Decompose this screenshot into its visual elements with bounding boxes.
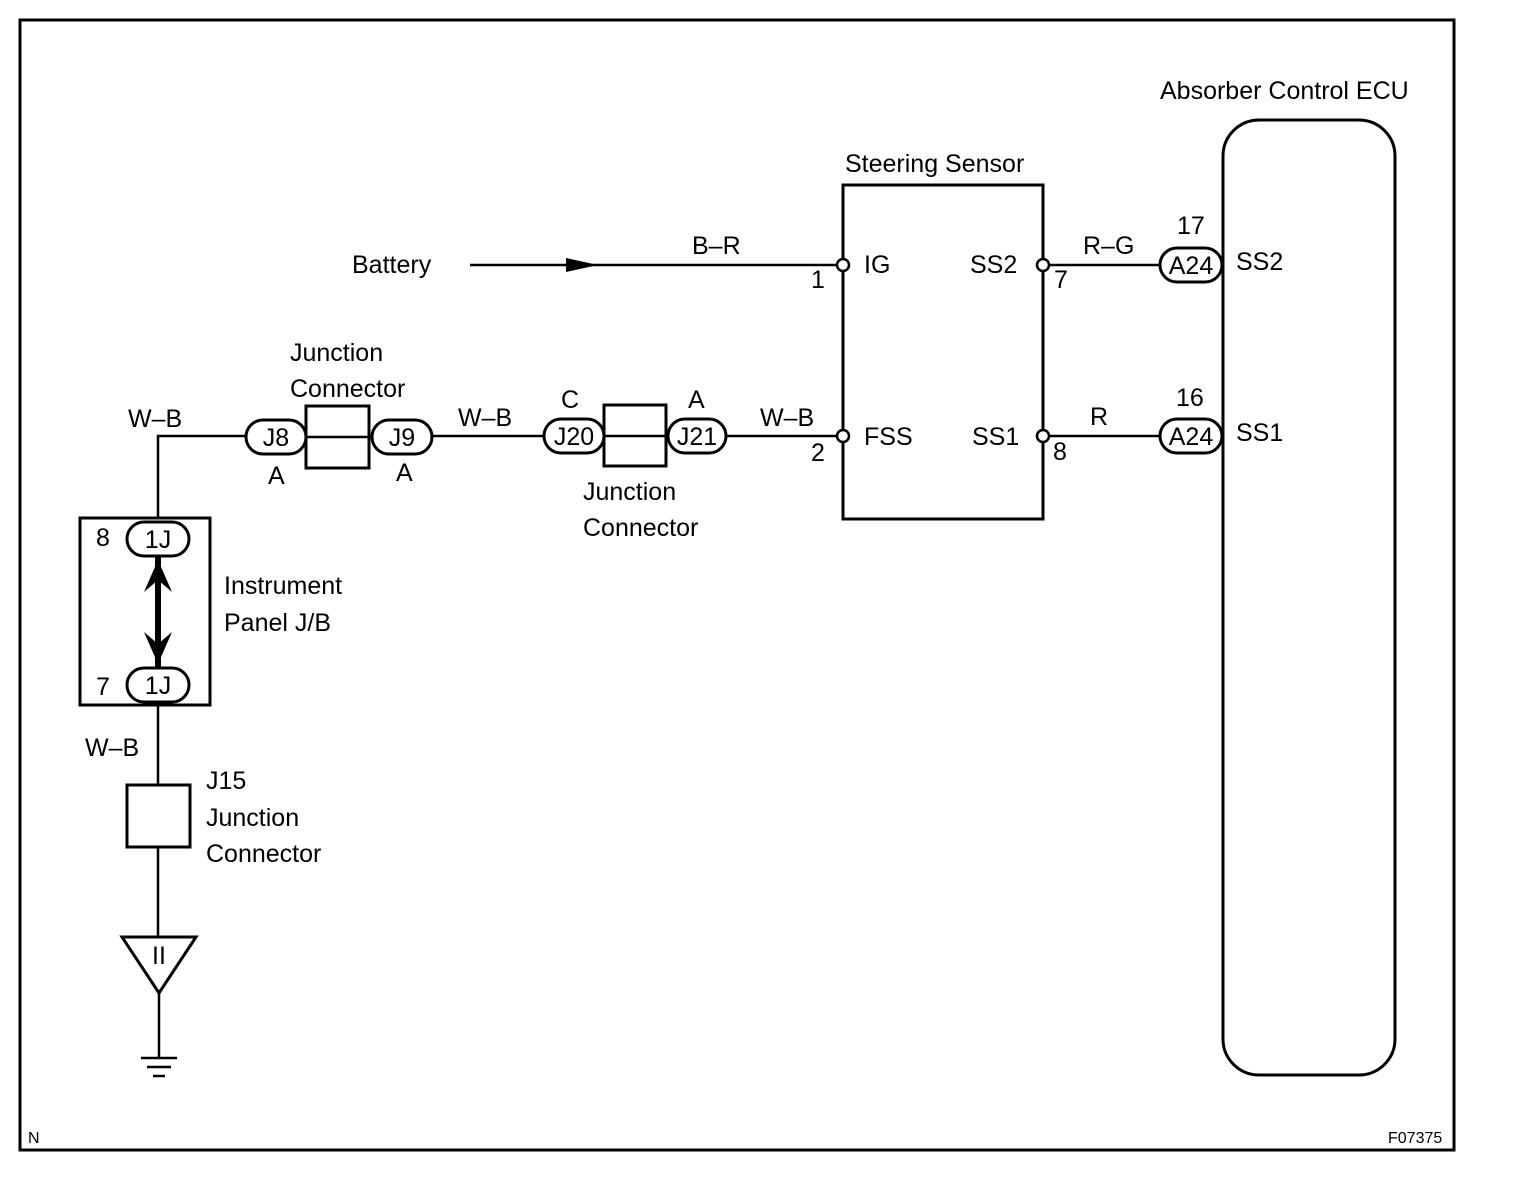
fss-wire-left: [156, 434, 246, 520]
wire-color-wb-right: W–B: [760, 404, 814, 432]
jb-arrow-down-icon: [144, 632, 172, 664]
terminal-ig: [835, 257, 851, 273]
junction-b-label-line2: Connector: [583, 514, 698, 542]
connector-j21: [666, 417, 728, 455]
battery-label: Battery: [352, 251, 432, 279]
connector-a24-ss2-label: A24: [1169, 252, 1214, 280]
connector-j21-label: J21: [677, 423, 717, 451]
wire-color-r: R: [1090, 403, 1108, 431]
diagram-frame: [18, 18, 1456, 1152]
connector-a24-ss1-label: A24: [1169, 423, 1214, 451]
terminal-ss2: [1035, 257, 1051, 273]
j15-label-line2: Junction: [206, 804, 299, 832]
figure-code: F07375: [1388, 1130, 1442, 1147]
connector-1j-top-pin: 8: [96, 524, 110, 552]
sensor-pin-ig-number: 1: [811, 266, 825, 294]
sensor-pin-ss1-number: 8: [1053, 438, 1067, 466]
connector-j9-letter: A: [396, 459, 413, 487]
connector-a24-pin-16: 16: [1176, 384, 1204, 412]
junction-a-label-line1: Junction: [290, 339, 383, 367]
terminal-fss: [835, 428, 851, 444]
sensor-pin-fss-label: FSS: [864, 423, 913, 451]
connector-j9-label: J9: [389, 424, 415, 452]
steering-sensor-box: [841, 183, 1045, 521]
j15-label-line3: Connector: [206, 840, 321, 868]
sensor-pin-ss2-number: 7: [1054, 266, 1068, 294]
terminal-ss1: [1035, 428, 1051, 444]
junction-b-label-line1: Junction: [583, 478, 676, 506]
wire-color-rg: R–G: [1083, 232, 1134, 260]
connector-j20-label: J20: [554, 423, 594, 451]
instrument-panel-label-line1: Instrument: [224, 572, 342, 600]
connector-a24-ss1: [1158, 417, 1224, 455]
ground-point-triangle-icon: [119, 935, 199, 996]
connector-a24-ss2: [1158, 246, 1224, 284]
connector-j8-label: J8: [263, 424, 289, 452]
connector-j21-letter: A: [688, 386, 705, 414]
connector-j8-letter: A: [268, 462, 285, 490]
wire-color-wb-left: W–B: [128, 405, 182, 433]
connector-j20-letter: C: [561, 386, 579, 414]
ecu-title: Absorber Control ECU: [1160, 77, 1409, 105]
connector-j9: [370, 418, 434, 456]
instrument-panel-label-line2: Panel J/B: [224, 609, 331, 637]
corner-label-left: N: [28, 1130, 40, 1147]
connector-j8: [244, 418, 308, 456]
connector-a24-pin-17: 17: [1177, 212, 1205, 240]
ecu-pin-ss2-label: SS2: [1236, 248, 1283, 276]
steering-sensor-title: Steering Sensor: [845, 150, 1024, 178]
sensor-pin-ig-label: IG: [864, 251, 890, 279]
absorber-control-ecu-box: [1221, 118, 1397, 1077]
connector-j20: [542, 417, 606, 455]
ecu-pin-ss1-label: SS1: [1236, 419, 1283, 447]
battery-arrow-icon: [566, 258, 598, 272]
j15-junction-box: [125, 783, 192, 849]
wire-color-br: B–R: [692, 232, 741, 260]
connector-1j-bottom-pin: 7: [96, 673, 110, 701]
ground-point-symbol: II: [152, 942, 166, 970]
sensor-pin-ss2-label: SS2: [970, 251, 1017, 279]
junction-a-label-line2: Connector: [290, 375, 405, 403]
jb-arrow-up-icon: [144, 560, 172, 592]
wire-color-wb-mid: W–B: [458, 404, 512, 432]
connector-1j-top-label: 1J: [145, 526, 171, 554]
j15-label-line1: J15: [206, 767, 246, 795]
wire-color-wb-lower: W–B: [85, 734, 139, 762]
connector-1j-bottom-label: 1J: [145, 672, 171, 700]
sensor-pin-fss-number: 2: [811, 439, 825, 467]
sensor-pin-ss1-label: SS1: [972, 423, 1019, 451]
